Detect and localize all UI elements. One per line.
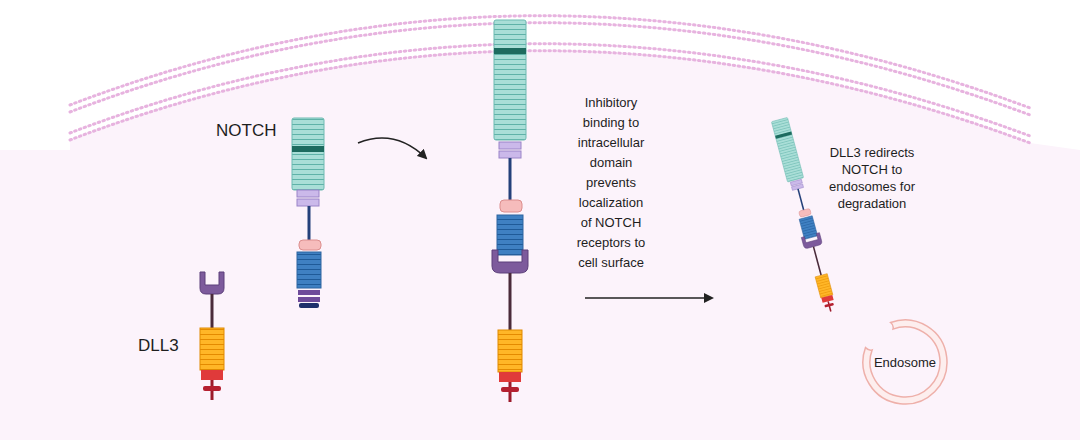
notch-receptor	[292, 118, 324, 308]
ligand-binding-band	[494, 48, 526, 54]
ram-domain	[299, 240, 321, 250]
membrane-domain	[201, 370, 223, 380]
dll3-ligand	[200, 272, 224, 400]
egf-repeats	[200, 328, 224, 370]
tail-bar	[203, 386, 221, 391]
pest-domain	[299, 303, 319, 308]
membrane-layer	[70, 44, 1030, 136]
ankyrin-repeats	[497, 215, 523, 255]
tad-band	[298, 297, 320, 302]
egf-repeats	[494, 20, 526, 140]
process-arrow	[585, 297, 712, 298]
membrane-layer	[70, 51, 1030, 143]
curved-arrow	[358, 138, 426, 158]
lnr-domain	[297, 190, 319, 197]
annotation-text: NOTCH	[216, 121, 296, 141]
ankyrin-repeats	[297, 252, 321, 288]
membrane-layer	[70, 23, 1030, 115]
tad-band	[298, 290, 320, 295]
cytoplasm	[0, 51, 1080, 440]
transmembrane-stem	[509, 158, 512, 202]
transmembrane-stem	[308, 206, 311, 242]
ligand-stem	[211, 294, 214, 330]
annotation-text: DLL3 redirects NOTCH to endosomes for de…	[813, 144, 931, 212]
dsl-domain	[492, 250, 528, 273]
node-label: Endosome	[860, 355, 950, 370]
membrane-domain	[499, 372, 521, 382]
dsl-domain	[200, 272, 224, 294]
egf-repeats	[498, 330, 522, 372]
annotation-text: DLL3	[138, 336, 208, 356]
lnr-domain	[297, 199, 319, 206]
egf-repeats	[292, 118, 324, 190]
ligand-stem	[509, 273, 512, 330]
notch-dll3-complex	[492, 20, 528, 402]
lnr-domain	[499, 151, 521, 158]
annotation-text: Inhibitory binding to intracellular doma…	[574, 93, 648, 273]
ligand-binding-band	[292, 146, 324, 152]
endosome-vesicle: Endosome	[860, 317, 950, 407]
ram-domain	[500, 200, 522, 212]
redirected-complex	[770, 117, 839, 314]
tail-bar	[501, 387, 519, 392]
lnr-domain	[499, 142, 521, 149]
